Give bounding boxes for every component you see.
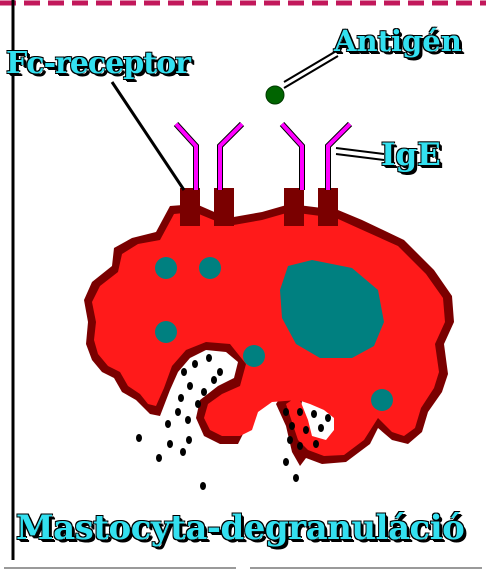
antigen-pointer xyxy=(284,56,338,88)
fc-receptor xyxy=(214,188,234,226)
granule-in-cell xyxy=(155,321,177,343)
granule-in-cell xyxy=(371,389,393,411)
antigen-label: Antigén xyxy=(334,24,462,58)
ige-antibody xyxy=(282,124,350,190)
antigen-icon xyxy=(266,86,284,104)
cell-body xyxy=(92,212,445,456)
fc-receptor-label: Fc-receptor xyxy=(6,46,190,81)
granule-in-cell xyxy=(199,257,221,279)
fc-receptor xyxy=(318,188,338,226)
antigen-pointer xyxy=(284,50,338,82)
fc-receptor xyxy=(284,188,304,226)
ige-pointer xyxy=(336,154,384,160)
fc-receptor-pointer xyxy=(112,82,184,190)
ige-antibody xyxy=(176,124,242,190)
ige-label: IgE xyxy=(381,137,441,173)
fc-receptor xyxy=(180,188,200,226)
diagram-title: Mastocyta-degranuláció xyxy=(16,508,464,548)
granule-in-cell xyxy=(243,345,265,367)
ige-pointer xyxy=(336,148,384,154)
granule-in-cell xyxy=(155,257,177,279)
